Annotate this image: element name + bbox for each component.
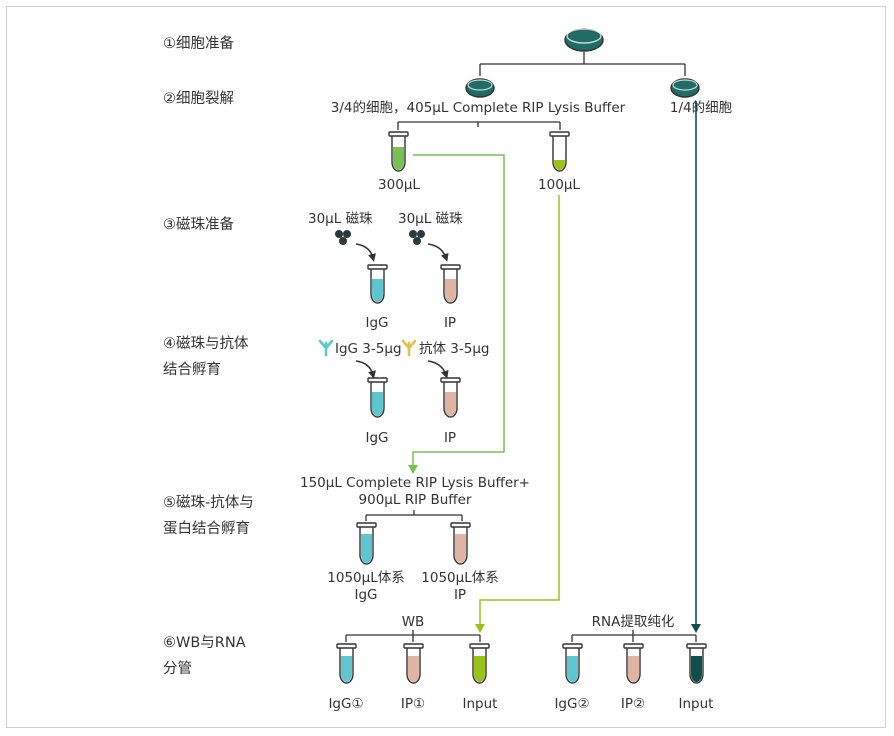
antibody-ip-tube-icon [440,377,461,418]
wb-ip-label: IP① [401,696,425,712]
antibody-ip-tube-label: IP [444,430,456,446]
binding-igg-system-sub: IgG [354,587,377,603]
binding-ip-system-sub: IP [454,587,466,603]
step-2-label: ②细胞裂解 [163,90,234,107]
wb-label: WB [402,614,425,630]
input-rna-arrowhead [691,624,701,633]
beads-igg-amount: 30μL 磁珠 [308,211,373,227]
wb-igg-tube-icon [336,643,357,684]
binding-buffer-line1: 150μL Complete RIP Lysis Buffer+ [300,475,530,491]
input-wb-arrowhead [475,624,485,633]
binding-bracket [365,510,463,521]
step-5-label: ⑤磁珠-抗体与 [163,494,254,511]
antibody-igg-arrow [355,360,376,379]
rna-extraction-label: RNA提取纯化 [592,614,675,630]
lysate-transfer-arrowhead [408,465,418,474]
beads-igg-tube-icon [367,264,388,304]
rna-ip-label: IP② [621,696,645,712]
volume-300-label: 300μL [378,177,420,193]
lysis-tube-100-icon [549,131,570,172]
beads-ip-tube-icon [440,264,461,304]
beads-ip-arrow [427,243,449,262]
beads-igg-icon [335,230,351,245]
step-1-label: ①细胞准备 [163,35,234,52]
beads-igg-tube-label: IgG [365,315,388,331]
antibody-ip-arrow [427,360,449,379]
beads-igg-arrow [355,243,376,262]
cell-dish-one-quarter-icon [670,78,700,98]
beads-ip-icon [409,230,425,245]
ip-dose-label: 抗体 3-5μg [419,341,490,357]
antibody-igg-tube-label: IgG [365,430,388,446]
step-4-label: ④磁珠与抗体 [163,335,249,352]
binding-ip-system-label: 1050μL体系 [421,570,498,586]
step-6-label: ⑥WB与RNA [163,634,246,651]
antibody-igg-tube-icon [367,377,388,418]
split-one-quarter-label: 1/4的细胞 [670,100,733,116]
binding-buffer-line2: 900μL RIP Buffer [359,492,472,508]
rna-bracket [571,630,697,642]
step-4-label-line2: 结合孵育 [163,361,221,378]
wb-input-label: Input [463,696,498,712]
step-3-label: ③磁珠准备 [163,216,234,233]
igg-antibody-icon [318,339,334,357]
rna-input-label: Input [679,696,714,712]
split-three-quarter-label: 3/4的细胞，405μL Complete RIP Lysis Buffer [331,100,626,116]
beads-ip-amount: 30μL 磁珠 [398,211,463,227]
rna-input-tube-icon [686,643,707,684]
rna-igg-tube-icon [562,643,583,684]
rna-igg-label: IgG② [554,696,589,712]
lysis-bracket [397,121,561,130]
binding-ip-tube-icon [450,522,471,565]
rna-ip-tube-icon [623,643,644,684]
wb-bracket [345,630,481,642]
cell-dish-three-quarter-icon [465,78,495,98]
wb-input-tube-icon [469,643,490,684]
ip-antibody-icon [401,339,417,357]
binding-igg-system-label: 1050μL体系 [327,570,404,586]
cell-dish-icon [564,28,604,52]
wb-ip-tube-icon [403,643,424,684]
beads-ip-tube-label: IP [444,315,456,331]
lysate-transfer-line [412,154,505,466]
input-wb-line [479,195,560,625]
volume-100-label: 100μL [538,177,580,193]
step-5-label-line2: 蛋白结合孵育 [163,520,250,537]
split-bracket [479,52,686,76]
wb-igg-label: IgG① [328,696,363,712]
igg-dose-label: IgG 3-5μg [335,341,402,357]
figure-frame [6,6,886,728]
step-6-label-line2: 分管 [163,660,192,677]
binding-igg-tube-icon [356,522,377,565]
lysis-tube-300-icon [388,131,409,172]
